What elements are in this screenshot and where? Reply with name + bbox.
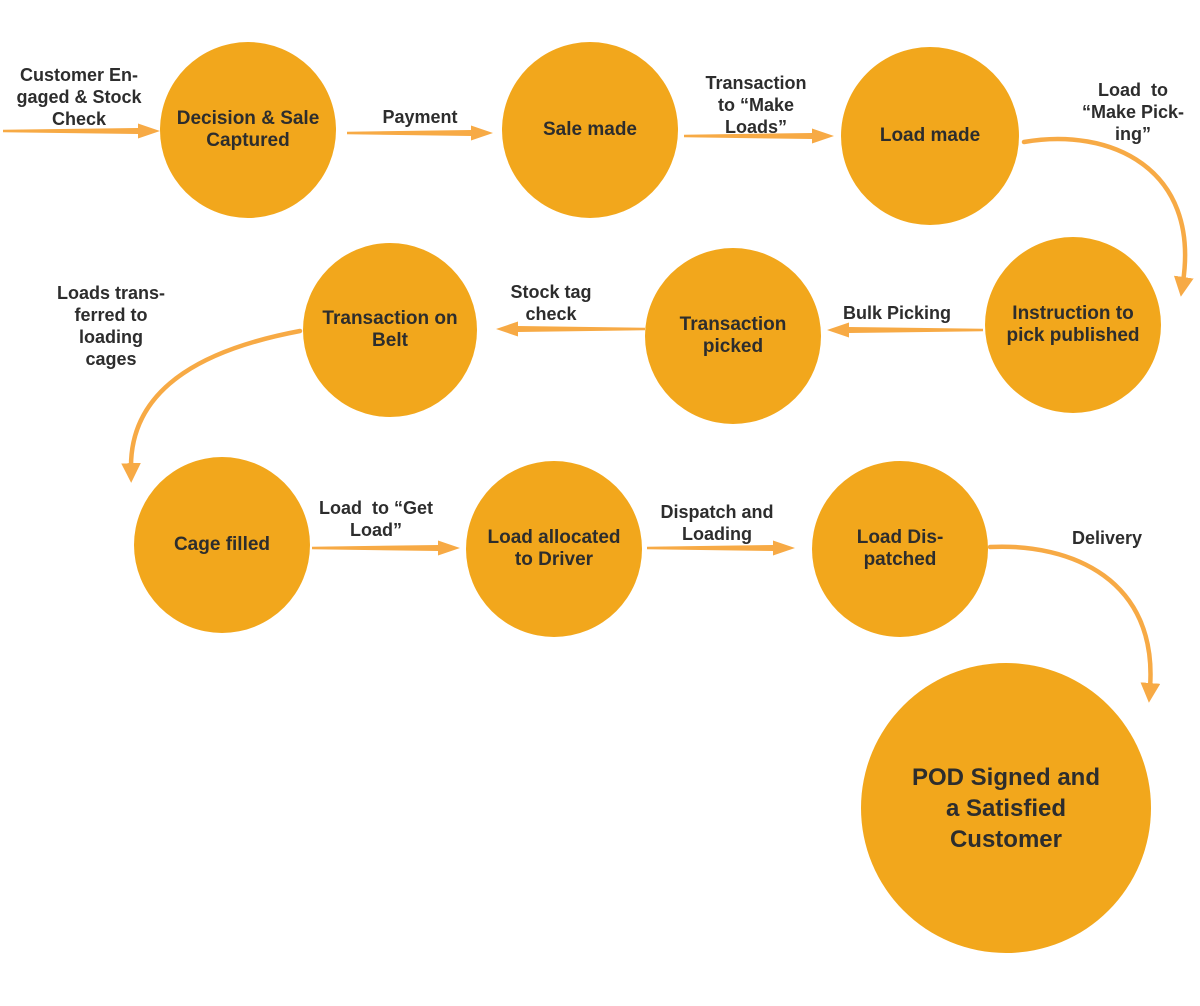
node-transaction-picked: Transaction picked xyxy=(645,248,821,424)
node-cage-filled: Cage filled xyxy=(134,457,310,633)
node-label: Cage filled xyxy=(173,534,271,555)
edge-label-dispatch-and-loading: Dispatch and Loading xyxy=(660,502,774,544)
node-decision-sale-captured: Decision & Sale Captured xyxy=(160,42,336,218)
edge-label-payment: Payment xyxy=(382,107,458,127)
arrow-stock-tag-check xyxy=(496,321,645,337)
edge-label-bulk-picking: Bulk Picking xyxy=(842,303,952,323)
arrow-bulk-picking xyxy=(827,322,983,338)
node-label: Load made xyxy=(879,125,981,146)
node-load-allocated-to-driver: Load allocated to Driver xyxy=(466,461,642,637)
edge-label-load-to-get-load: Load to “Get Load” xyxy=(319,498,433,540)
edge-label-stock-tag-check: Stock tag check xyxy=(510,282,592,324)
arrow-load-to-make-picking xyxy=(1021,136,1194,297)
edge-label-loads-transferred-to-loading-cages: Loads trans- ferred to loading cages xyxy=(56,283,166,369)
arrow-transaction-to-make-loads xyxy=(684,128,834,144)
node-label: Load allocated to Driver xyxy=(487,527,621,570)
node-instruction-to-pick-published: Instruction to pick published xyxy=(985,237,1161,413)
arrow-payment xyxy=(347,125,493,141)
node-label: Sale made xyxy=(543,119,637,140)
node-label: Instruction to pick published xyxy=(1006,303,1140,346)
arrow-dispatch-and-loading xyxy=(647,540,795,556)
arrow-customer-engaged xyxy=(3,123,160,139)
edge-label-customer-engaged-stock-check: Customer En- gaged & Stock Check xyxy=(16,65,142,129)
node-load-dispatched: Load Dis- patched xyxy=(812,461,988,637)
arrow-loads-transferred-to-cages xyxy=(121,328,303,483)
edge-label-transaction-to-make-loads: Transaction to “Make Loads” xyxy=(705,73,807,137)
node-sale-made: Sale made xyxy=(502,42,678,218)
node-label: Transaction on Belt xyxy=(322,308,458,351)
edge-label-delivery: Delivery xyxy=(1071,528,1143,548)
arrow-load-to-get-load xyxy=(312,540,460,556)
node-transaction-on-belt: Transaction on Belt xyxy=(303,243,477,417)
node-label: Load Dis- patched xyxy=(856,527,944,570)
edge-label-load-to-make-picking: Load to “Make Pick- ing” xyxy=(1081,80,1185,144)
node-label: Transaction picked xyxy=(679,314,787,357)
node-pod-signed-satisfied-customer: POD Signed and a Satisfied Customer xyxy=(861,663,1151,953)
node-label: Decision & Sale Captured xyxy=(176,108,320,151)
node-label: POD Signed and a Satisfied Customer xyxy=(911,763,1100,853)
arrow-delivery xyxy=(987,544,1161,703)
node-load-made: Load made xyxy=(841,47,1019,225)
